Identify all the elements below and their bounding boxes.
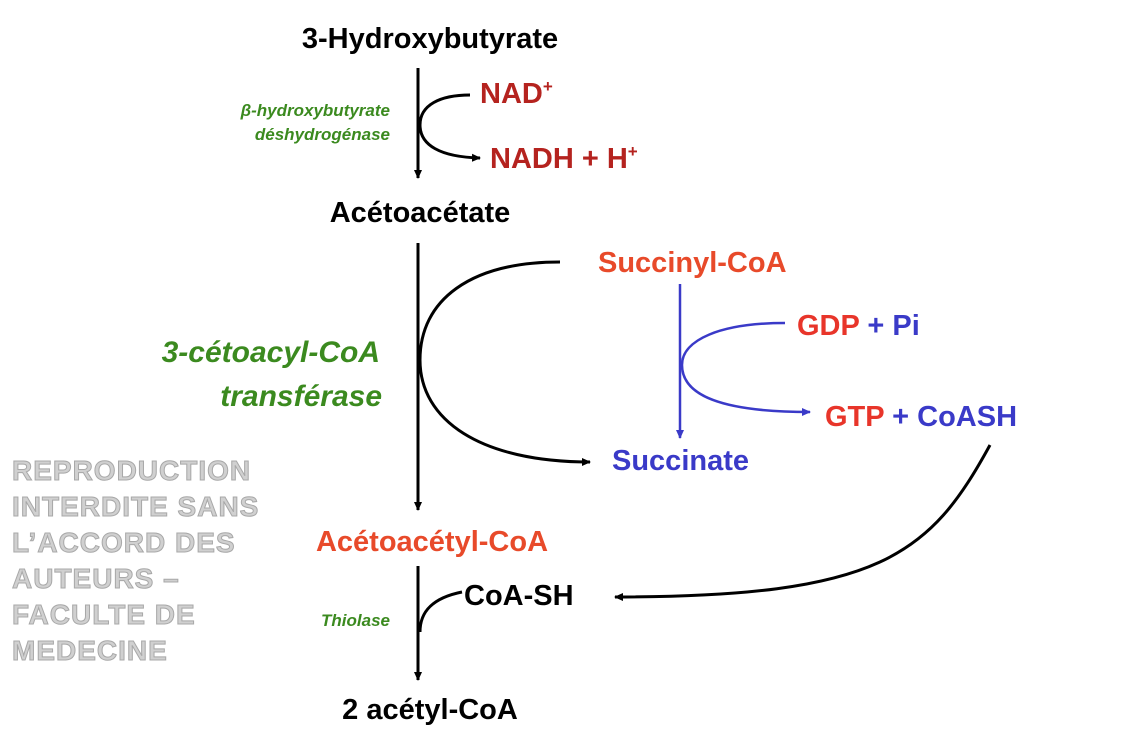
metabolite-succinate: Succinate xyxy=(612,445,749,477)
side-reactants-gdp-pi: GDP + Pi xyxy=(797,310,920,342)
cofactor-nad: NAD+ xyxy=(480,77,553,110)
cofactor-nadh: NADH + H+ xyxy=(490,142,638,175)
watermark-line: MEDECINE xyxy=(12,635,168,666)
watermark-line: FACULTE DE xyxy=(12,599,196,630)
cofactor-coa-sh: CoA-SH xyxy=(464,580,574,612)
watermark-line: REPRODUCTION xyxy=(12,455,251,486)
watermark-line: INTERDITE SANS xyxy=(12,491,259,522)
enzyme-bhbdh-line2: déshydrogénase xyxy=(255,125,390,144)
watermark-line: L’ACCORD DES xyxy=(12,527,236,558)
enzyme-bhbdh-line1: β-hydroxybutyrate xyxy=(240,101,390,120)
watermark-line: AUTEURS – xyxy=(12,563,180,594)
arrow-succinyl-coa-transfer xyxy=(418,260,591,466)
metabolite-acetoacetyl-coa: Acétoacétyl-CoA xyxy=(316,526,548,558)
arrow-coash-recycle xyxy=(614,444,992,601)
metabolite-succinyl-coa: Succinyl-CoA xyxy=(598,247,787,279)
enzyme-transferase-line2: transférase xyxy=(220,380,382,413)
metabolite-acetoacetate: Acétoacétate xyxy=(330,197,511,229)
watermark: REPRODUCTION INTERDITE SANS L’ACCORD DES AU… xyxy=(12,455,259,666)
metabolite-3-hydroxybutyrate: 3-Hydroxybutyrate xyxy=(302,23,558,55)
enzyme-transferase-line1: 3-cétoacyl-CoA xyxy=(162,336,380,369)
enzyme-thiolase: Thiolase xyxy=(321,611,390,630)
arrow-gdp-to-gtp xyxy=(680,321,811,416)
arrow-nad-cofactor xyxy=(418,93,481,162)
side-products-gtp-coash: GTP + CoASH xyxy=(825,401,1017,433)
arrow-coash-input xyxy=(418,590,463,633)
metabolite-acetyl-coa: 2 acétyl-CoA xyxy=(342,694,518,726)
